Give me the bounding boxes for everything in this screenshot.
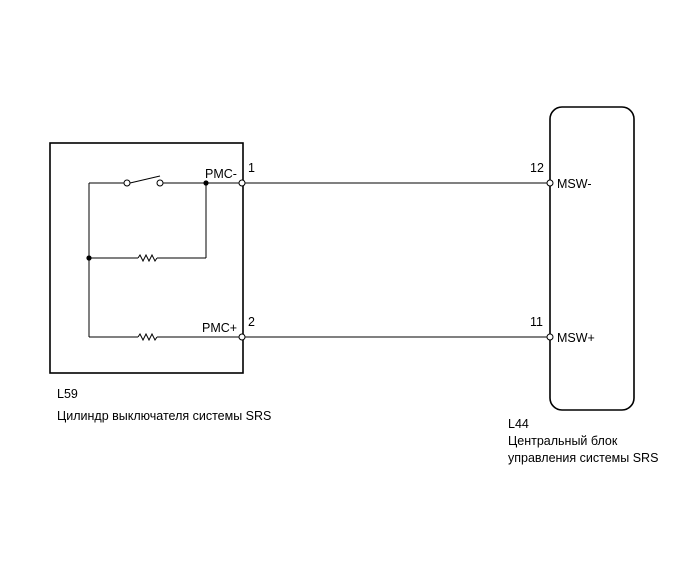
switch-terminal bbox=[156, 179, 164, 187]
pin-label: PMC- bbox=[205, 167, 237, 181]
switch-terminal bbox=[123, 179, 131, 187]
right-component-code: L44 bbox=[508, 417, 529, 431]
junction-dot bbox=[86, 255, 92, 261]
switch-contact bbox=[129, 175, 161, 184]
resistor-icon bbox=[137, 253, 158, 263]
pin-label: MSW- bbox=[557, 177, 592, 191]
connector-pin bbox=[238, 333, 246, 341]
pin-label: PMC+ bbox=[202, 321, 237, 335]
pin-number: 1 bbox=[248, 161, 255, 175]
right-component-name-line2: управления системы SRS bbox=[508, 451, 659, 465]
pin-number: 12 bbox=[530, 161, 544, 175]
left-component-code: L59 bbox=[57, 387, 78, 401]
connector-pin bbox=[546, 333, 554, 341]
pin-label: MSW+ bbox=[557, 331, 595, 345]
connector-pin bbox=[546, 179, 554, 187]
pin-number: 2 bbox=[248, 315, 255, 329]
connector-pin bbox=[238, 179, 246, 187]
junction-dot bbox=[203, 180, 209, 186]
airbag-ecu-body bbox=[549, 106, 635, 411]
internal-circuit bbox=[86, 175, 241, 342]
pin-number: 11 bbox=[530, 315, 543, 329]
switch-cylinder-body bbox=[49, 142, 244, 374]
left-component-name: Цилиндр выключателя системы SRS bbox=[57, 409, 272, 423]
resistor-icon bbox=[137, 332, 158, 342]
right-component-name-line1: Центральный блок bbox=[508, 434, 618, 448]
